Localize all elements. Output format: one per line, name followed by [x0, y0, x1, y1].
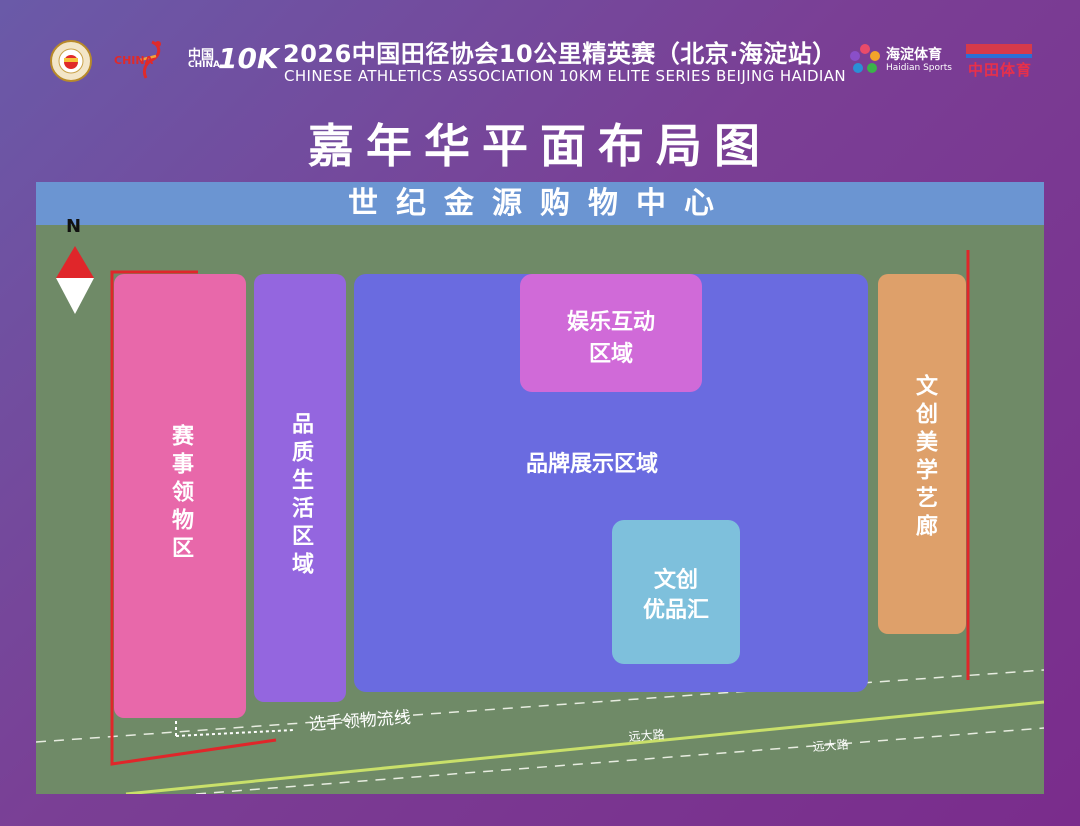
- zone-entertainment[interactable]: 娱乐互动 区域: [520, 274, 702, 392]
- run-china-logo: CHINA: [112, 38, 172, 84]
- run-china-text: CHINA: [114, 54, 154, 67]
- zone-entertainment-label-2: 区域: [588, 342, 633, 367]
- mall-banner: 世纪金源购物中心: [36, 182, 1044, 225]
- map-lines: [36, 250, 1044, 794]
- zone-race-pickup[interactable]: 赛事领物区: [114, 274, 246, 718]
- road-center-line: [125, 700, 1044, 794]
- zone-race-pickup-label: 赛事领物区: [168, 424, 193, 564]
- runner-icon: [139, 40, 161, 79]
- zhongtian-text: 中田体育: [968, 61, 1033, 79]
- haidian-cn: 海淀体育: [886, 47, 942, 63]
- flower-icon: [850, 44, 880, 73]
- road-edge-lower: [195, 727, 1044, 794]
- page-title: 嘉年华平面布局图: [308, 119, 772, 173]
- zone-creative[interactable]: 文创 优品汇: [612, 520, 740, 664]
- zone-quality-life-label: 品质生活区域: [288, 412, 313, 580]
- compass: N: [54, 216, 96, 316]
- north-label: N: [66, 216, 82, 237]
- boundary-left: [110, 270, 277, 766]
- china10k-en: CHINA: [188, 60, 220, 70]
- china10k-big: 10K: [218, 42, 279, 75]
- road-edge-upper: [36, 669, 1044, 743]
- logo-bar-red: [966, 44, 1032, 54]
- haidian-sports-logo: 海淀体育 Haidian Sports: [848, 42, 958, 78]
- zone-quality-life[interactable]: 品质生活区域: [254, 274, 346, 702]
- china-10k-logo: 中国 CHINA 10K: [188, 42, 279, 78]
- zone-brand-label: 品牌展示区域: [526, 452, 659, 477]
- zhongtian-sports-logo: 中田体育: [966, 44, 1033, 79]
- event-title-cn: 2026中国田径协会10公里精英赛（北京·海淀站）: [283, 40, 837, 68]
- athletics-association-logo: [50, 40, 92, 82]
- zone-gallery[interactable]: 文创美学艺廊: [878, 274, 966, 634]
- zone-creative-label-1: 文创: [653, 568, 698, 593]
- road-label-2: 远大路: [812, 737, 850, 754]
- logo-bar-blue: [966, 54, 1032, 58]
- road-label-1: 远大路: [628, 727, 666, 744]
- haidian-en: Haidian Sports: [886, 63, 952, 73]
- venue-map: 世纪金源购物中心 N 赛事领物区 品质生活区域 品牌展示区域 娱乐互动 区域 文…: [36, 182, 1044, 794]
- zone-entertainment-label-1: 娱乐互动: [566, 310, 655, 335]
- china10k-cn: 中国: [188, 48, 215, 63]
- zone-gallery-label: 文创美学艺廊: [912, 374, 937, 542]
- flow-line-horizontal: [175, 729, 295, 737]
- seal-icon: [50, 40, 92, 82]
- header: CHINA 中国 CHINA 10K 2026中国田径协会10公里精英赛（北京·…: [0, 0, 1080, 100]
- zone-creative-label-2: 优品汇: [642, 598, 709, 623]
- event-title-en: CHINESE ATHLETICS ASSOCIATION 10KM ELITE…: [284, 67, 847, 85]
- compass-icon: [56, 246, 94, 314]
